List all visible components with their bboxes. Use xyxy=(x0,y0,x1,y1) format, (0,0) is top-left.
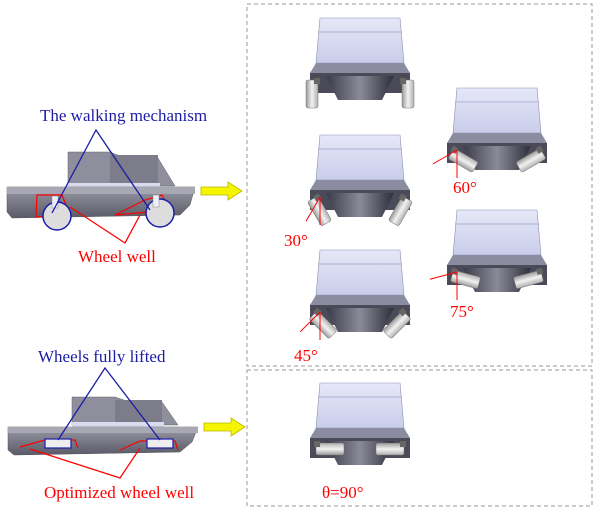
body-top xyxy=(447,133,547,143)
wheel xyxy=(305,78,320,109)
angle-label-45: 45° xyxy=(294,346,318,365)
label-wheels-fully-lifted: Wheels fully lifted xyxy=(38,347,166,366)
cabin xyxy=(315,249,405,296)
callout-lines-wheel-well xyxy=(69,206,141,244)
label-walking-mechanism: The walking mechanism xyxy=(40,106,207,125)
wheel xyxy=(375,441,406,456)
upper-frame xyxy=(246,3,593,367)
hopper xyxy=(326,193,394,217)
front-views xyxy=(299,17,547,465)
cabin xyxy=(452,209,542,256)
angle-line xyxy=(432,149,458,165)
hopper xyxy=(463,268,531,292)
lower-frame xyxy=(246,369,593,507)
body-top xyxy=(310,63,410,73)
label-wheel-well: Wheel well xyxy=(78,247,156,266)
hopper xyxy=(326,76,394,100)
lifted-rear-wheel xyxy=(146,438,174,449)
hopper xyxy=(326,308,394,332)
wheel xyxy=(314,441,345,456)
angle-label-90: θ=90° xyxy=(322,483,364,502)
hopper xyxy=(463,146,531,170)
body-top xyxy=(310,428,410,438)
wheel xyxy=(516,145,546,173)
angle-label-30: 30° xyxy=(284,231,308,250)
angle-line xyxy=(305,196,321,222)
front-view-0deg xyxy=(305,17,415,109)
body-top xyxy=(447,255,547,265)
angle-line xyxy=(299,311,321,333)
wheel xyxy=(400,78,415,109)
vehicle-side-view-wheels-down xyxy=(6,151,196,231)
front-view-30deg xyxy=(305,134,413,226)
front-view-60deg xyxy=(432,87,547,178)
angle-label-75: 75° xyxy=(450,302,474,321)
body-top xyxy=(310,295,410,305)
cabin xyxy=(315,134,405,181)
rear-wheel xyxy=(145,198,175,228)
front-view-90deg xyxy=(310,382,410,465)
wheel xyxy=(388,193,413,226)
body-top xyxy=(310,180,410,190)
angle-label-60: 60° xyxy=(453,178,477,197)
arrow-right-icon xyxy=(200,181,243,201)
callout-lines-optimized xyxy=(29,447,141,479)
lifted-front-wheel xyxy=(44,438,72,449)
callout-lines-mechanism xyxy=(51,128,151,214)
arrow-right-icon xyxy=(203,417,246,437)
callout-lines-lifted xyxy=(57,366,161,441)
label-optimized-wheel-well: Optimized wheel well xyxy=(44,483,194,502)
angle-line xyxy=(429,271,458,280)
cabin xyxy=(315,382,405,429)
cabin xyxy=(315,17,405,64)
cabin xyxy=(452,87,542,134)
front-view-45deg xyxy=(299,249,411,340)
vehicle-side-view-wheels-lifted xyxy=(7,396,199,456)
front-view-75deg xyxy=(429,209,547,300)
wheel xyxy=(383,307,411,339)
wheel xyxy=(513,267,544,289)
